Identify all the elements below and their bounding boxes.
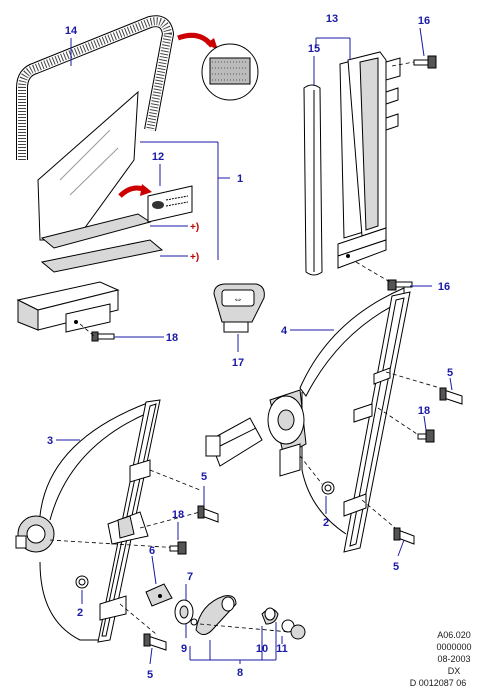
svg-text:⇔: ⇔ xyxy=(233,294,243,305)
clip-part-2-rear xyxy=(75,575,89,589)
callout-8: 8 xyxy=(237,667,243,679)
window-switch-part-17: ⇔ xyxy=(213,283,265,333)
ref-code: A06.020 xyxy=(437,630,471,640)
bracket-part-6 xyxy=(145,583,173,607)
clip-part-2-front xyxy=(321,481,335,495)
handle-knob-part-10 xyxy=(261,607,279,625)
callout-15: 15 xyxy=(308,43,320,55)
bolt-part-16-bottom xyxy=(355,261,413,291)
callout-16-bottom: 16 xyxy=(438,281,450,293)
callout-14: 14 xyxy=(65,25,78,37)
callout-6: 6 xyxy=(149,545,155,557)
handle-bushing-part-9 xyxy=(190,618,198,626)
callout-leaders xyxy=(56,27,453,665)
callout-13: 13 xyxy=(326,13,338,25)
callout-17: 17 xyxy=(232,357,244,369)
handle-cap-part-11 xyxy=(199,619,306,640)
handle-washer-part-7 xyxy=(174,599,194,625)
ref-number: 0000000 xyxy=(436,642,471,652)
red-arrowhead-detail xyxy=(206,38,218,50)
plus-mark-1: +) xyxy=(190,222,199,233)
callout-10: 10 xyxy=(256,643,268,655)
label-part-12 xyxy=(147,185,193,223)
callout-7: 7 xyxy=(187,571,193,583)
guide-rail-part-13 xyxy=(337,51,401,269)
screw-part-5-front-bottom xyxy=(393,527,415,545)
callout-5-rear-top: 5 xyxy=(201,471,207,483)
glass-lower-channel xyxy=(16,281,120,333)
callout-3: 3 xyxy=(47,435,53,447)
reference-block: A06.020 0000000 08-2003 DX D 0012087 06 xyxy=(410,630,472,688)
callout-18-top: 18 xyxy=(166,332,178,344)
callout-9: 9 xyxy=(181,643,187,655)
window-glass-part-1 xyxy=(37,90,139,241)
screw-part-5-front-top xyxy=(439,387,463,405)
window-crank-handle-part-8 xyxy=(195,595,237,635)
callout-2-rear: 2 xyxy=(77,607,83,619)
screw-part-5-rear-top xyxy=(197,505,219,523)
glass-run-channel-part-14 xyxy=(16,15,175,160)
callout-5-front-top: 5 xyxy=(447,367,453,379)
callout-1: 1 xyxy=(237,173,243,185)
callout-16-top: 16 xyxy=(418,15,430,27)
callout-5-rear-bottom: 5 xyxy=(147,669,153,681)
glass-seal-strip-lower xyxy=(40,239,164,273)
channel-detail-circle xyxy=(201,43,259,101)
bolt-part-18-rear xyxy=(169,541,187,555)
red-arrowhead-label xyxy=(140,184,152,196)
ref-model: DX xyxy=(448,666,461,676)
callout-4: 4 xyxy=(281,325,288,337)
callout-5-front-bottom: 5 xyxy=(393,561,399,573)
bolt-part-16-top xyxy=(391,55,437,69)
callout-18-front: 18 xyxy=(418,405,430,417)
window-regulator-part-4 xyxy=(205,287,441,553)
callout-11: 11 xyxy=(276,643,288,655)
callout-12: 12 xyxy=(152,151,164,163)
window-regulator-part-3 xyxy=(15,399,201,643)
plus-mark-2: +) xyxy=(190,252,199,263)
screw-part-5-rear-bottom xyxy=(143,633,167,651)
callout-18-rear: 18 xyxy=(172,509,184,521)
callout-2-front: 2 xyxy=(323,517,329,529)
bolt-part-18-front xyxy=(417,429,435,443)
ref-date: 08-2003 xyxy=(437,654,470,664)
ref-drawing-id: D 0012087 06 xyxy=(410,678,467,688)
weatherstrip-part-15 xyxy=(303,84,323,276)
